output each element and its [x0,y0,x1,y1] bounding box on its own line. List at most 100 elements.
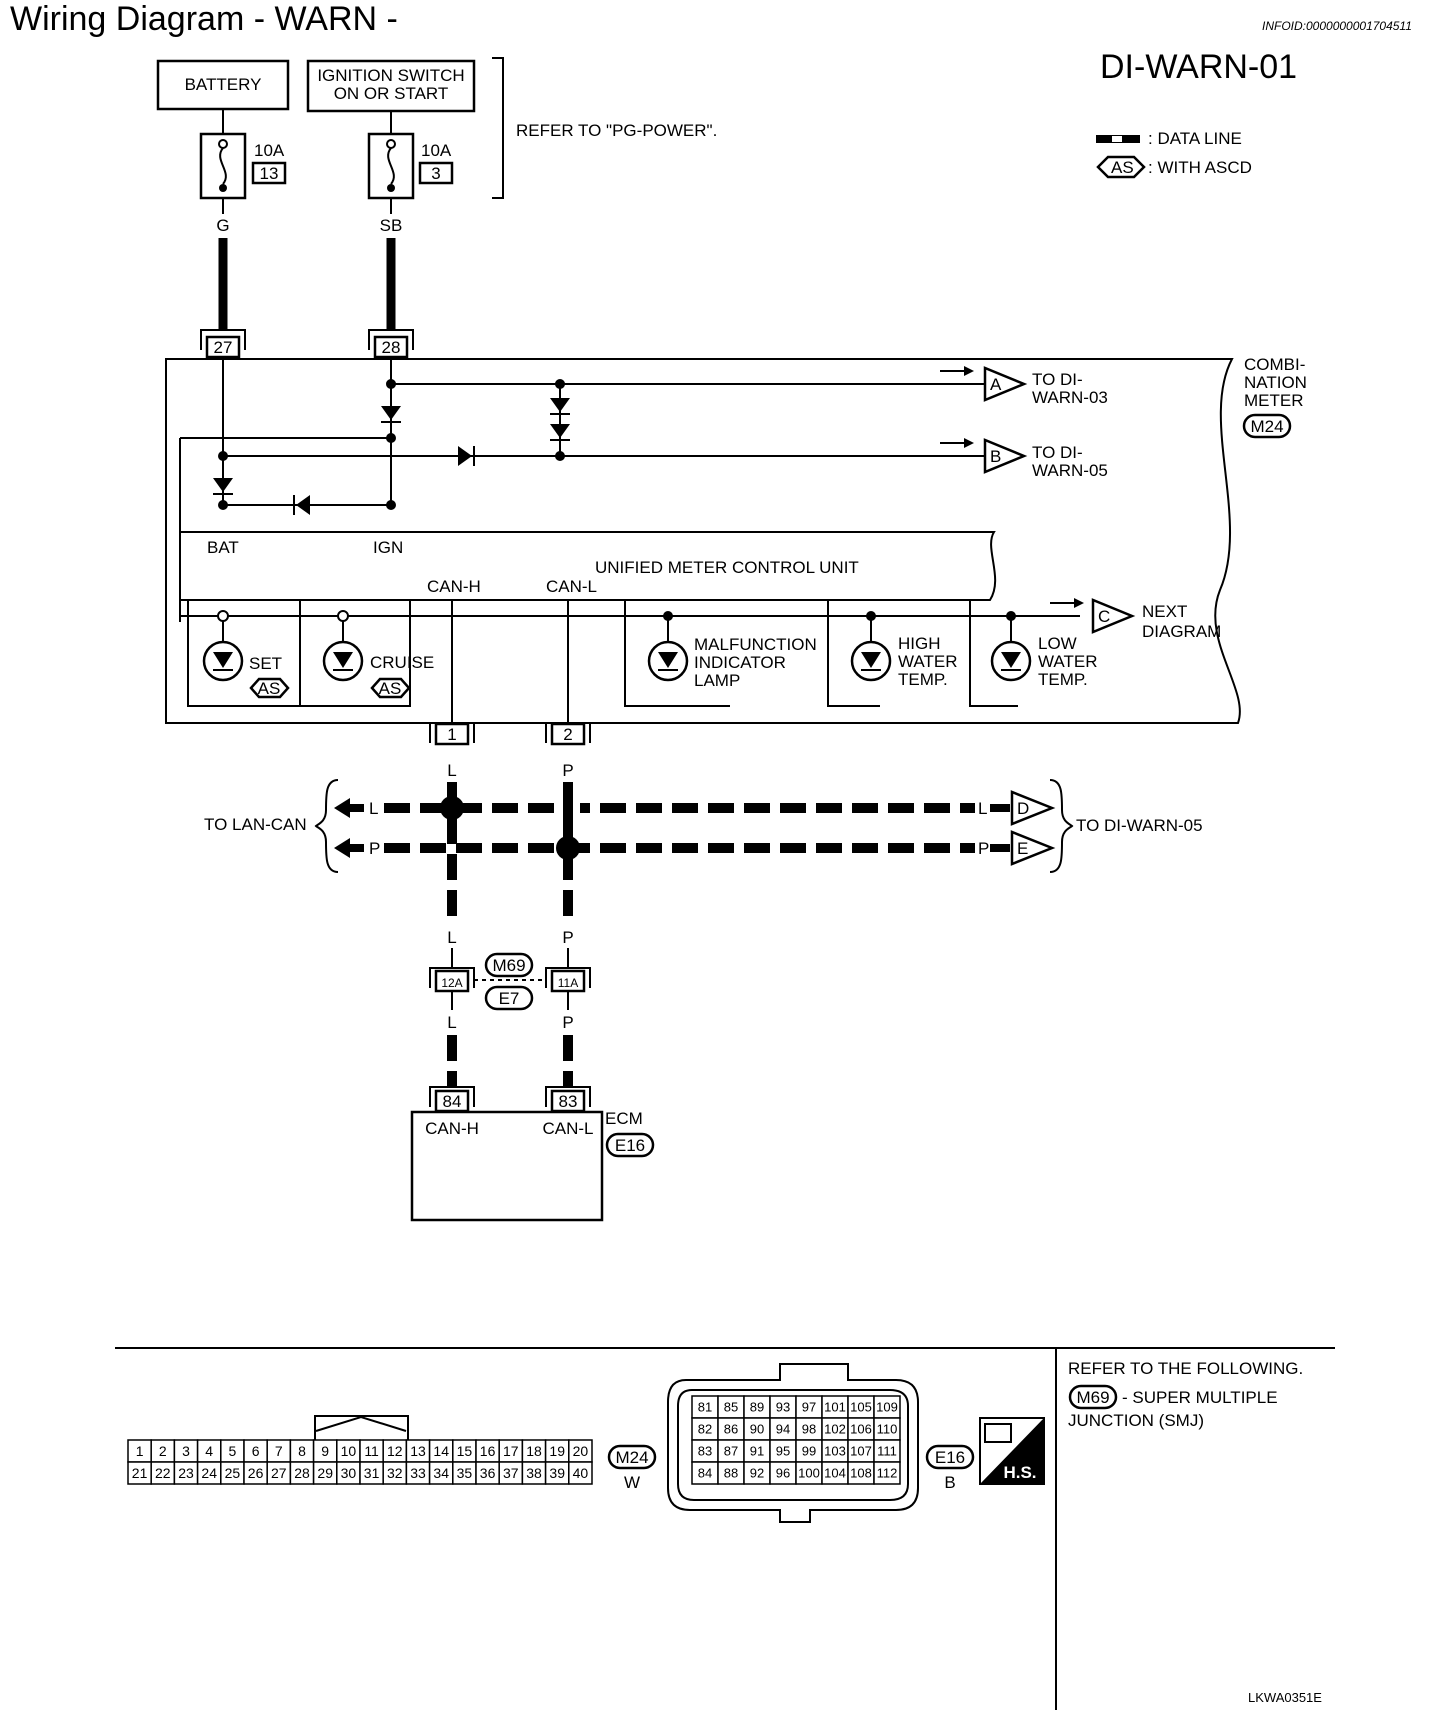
unified-meter-control-unit-label: UNIFIED METER CONTROL UNIT [595,558,859,577]
svg-text:SB: SB [380,216,403,235]
connector-pin-label: 38 [526,1465,542,1481]
info-id: INFOID:0000000001704511 [1262,19,1412,33]
connector-pin-label: 104 [824,1466,846,1481]
connector-pin-label: 86 [724,1422,738,1437]
connector-pin-label: 12 [387,1443,403,1459]
connector-pin-label: 31 [364,1465,380,1481]
diode-icon [458,446,472,466]
svg-text:2: 2 [563,725,572,744]
connector-pin-label: 14 [433,1443,449,1459]
connector-pin-label: 37 [503,1465,519,1481]
svg-text:CAN-L: CAN-L [546,577,597,596]
svg-text:E7: E7 [499,989,520,1008]
connector-pin-label: 88 [724,1466,738,1481]
svg-text:M24: M24 [1250,417,1283,436]
ecm: 84 83 CAN-H CAN-L ECM E16 [410,1086,655,1222]
svg-text:H.S.: H.S. [1003,1463,1036,1482]
svg-text:L: L [369,799,378,818]
svg-text:WATER: WATER [898,652,958,671]
connector-pin-label: 24 [201,1465,217,1481]
svg-text:METER: METER [1244,391,1304,410]
svg-text:12A: 12A [441,976,462,990]
combination-meter: COMBI- NATION METER M24 A TO DI- [165,355,1307,724]
svg-text:HIGH: HIGH [898,634,941,653]
connector-pin-label: 82 [698,1422,712,1437]
footer-code: LKWA0351E [1248,1690,1322,1705]
connector-pin-label: 11 [364,1443,379,1459]
to-lan-can-label: TO LAN-CAN [204,815,307,834]
connector-pin-label: 94 [776,1422,790,1437]
svg-text:LOW: LOW [1038,634,1077,653]
refer-pg-power: REFER TO "PG-POWER". [516,121,717,140]
connector-c-tag [1091,598,1136,634]
svg-text:WARN-05: WARN-05 [1032,461,1108,480]
connector-pin-label: 13 [410,1443,426,1459]
svg-text:P: P [978,839,989,858]
svg-text:P: P [562,928,573,947]
svg-text:1: 1 [447,725,456,744]
connector-pin-label: 100 [798,1466,820,1481]
connector-pin-label: 30 [341,1465,357,1481]
legend-with-ascd: : WITH ASCD [1148,158,1252,177]
connector-pin-label: 26 [248,1465,264,1481]
diagram-code: DI-WARN-01 [1100,48,1297,86]
svg-text:3: 3 [431,164,440,183]
connector-e16-tag [605,1132,655,1158]
connector-m24-tag [1242,413,1292,439]
svg-text:MALFUNCTION: MALFUNCTION [694,635,817,654]
connector-pin-label: 18 [526,1443,542,1459]
svg-text:B: B [944,1473,955,1492]
svg-text:BAT: BAT [207,538,239,557]
svg-text:13: 13 [260,164,279,183]
svg-text:NEXT: NEXT [1142,602,1187,621]
svg-text:TEMP.: TEMP. [898,670,948,689]
svg-text:JUNCTION (SMJ): JUNCTION (SMJ) [1068,1411,1204,1430]
connector-pin-label: 110 [877,1422,898,1437]
svg-text:NATION: NATION [1244,373,1307,392]
connector-pin-label: 91 [750,1444,764,1459]
connector-pin-label: 101 [824,1400,846,1415]
legend-data-line: : DATA LINE [1148,129,1242,148]
svg-text:83: 83 [559,1092,578,1111]
battery-label: BATTERY [185,75,262,94]
connector-pin-label: 9 [321,1443,329,1459]
connector-pin-label: 3 [182,1443,190,1459]
svg-text:AS: AS [258,679,281,698]
svg-text:P: P [562,1013,573,1032]
arrow-left-icon [334,798,350,818]
svg-text:WARN-03: WARN-03 [1032,388,1108,407]
connector-pin-label: 4 [205,1443,213,1459]
connector-pin-label: 21 [132,1465,148,1481]
svg-text:M69: M69 [492,956,525,975]
connector-pin-label: 17 [503,1443,519,1459]
svg-text:B: B [990,447,1001,466]
connector-pin-label: 22 [155,1465,171,1481]
svg-text:WATER: WATER [1038,652,1098,671]
svg-text:INDICATOR: INDICATOR [694,653,786,672]
connector-pin-label: 105 [850,1400,872,1415]
connector-pin-label: 19 [549,1443,565,1459]
connector-pin-label: 10 [341,1443,357,1459]
svg-text:L: L [447,1013,456,1032]
connector-pin-label: 83 [698,1444,712,1459]
svg-text:CAN-H: CAN-H [425,1119,479,1138]
connector-m69-tag [1068,1384,1118,1410]
connector-pin-label: 28 [294,1465,310,1481]
battery-box [156,59,290,111]
diode-icon [296,495,310,515]
svg-text:10A: 10A [254,141,285,160]
diode-icon [550,424,570,438]
connector-pin-label: 34 [433,1465,449,1481]
connector-pin-label: 1 [136,1443,144,1459]
connector-pin-label: 5 [229,1443,237,1459]
svg-text:L: L [447,761,456,780]
svg-text:11A: 11A [558,976,578,990]
connector-pin-label: 15 [457,1443,473,1459]
svg-text:CAN-L: CAN-L [542,1119,593,1138]
connector-pin-label: 103 [824,1444,846,1459]
connector-pin-label: 109 [876,1400,898,1415]
connector-e7-tag [484,985,534,1011]
